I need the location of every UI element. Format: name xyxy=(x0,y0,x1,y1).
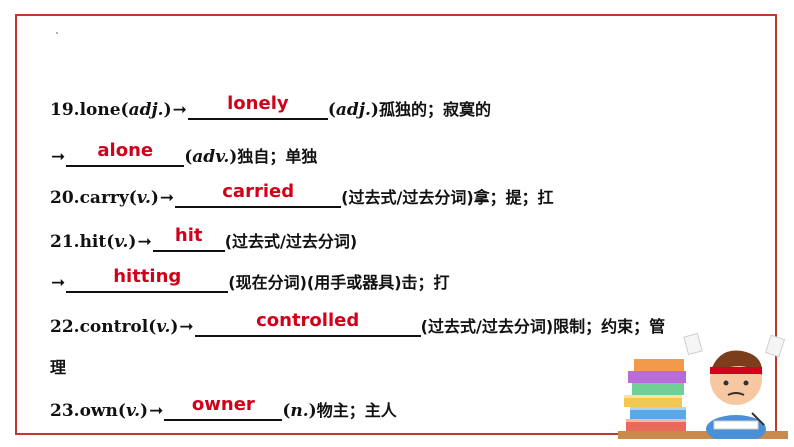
arrow-icon: ➞ xyxy=(51,273,66,293)
vocab-line-22: 22.control(v.)➞ controlled (过去式/过去分词)限制；… xyxy=(50,307,665,337)
meaning-text: (过去式/过去分词) xyxy=(224,232,358,251)
paren: ) xyxy=(370,100,379,120)
paren: ) xyxy=(163,100,172,120)
meaning-text: 物主；主人 xyxy=(316,401,397,420)
arrow-icon: ➞ xyxy=(51,147,66,167)
vocab-line-23: 23.own(v.)➞ owner (n.)物主；主人 xyxy=(50,391,397,421)
answer-blank[interactable]: controlled xyxy=(194,310,421,337)
paren: ( xyxy=(282,401,291,421)
meaning-text: 理 xyxy=(50,358,67,377)
paren: ) xyxy=(170,317,179,337)
vocab-line-22b: 理 xyxy=(50,348,66,378)
vocab-line-19: 19.lone(adj.)➞ lonely (adj.)孤独的；寂寞的 xyxy=(50,90,491,120)
answer-text: hitting xyxy=(113,266,182,287)
word-prefix: 20.carry( xyxy=(50,188,137,208)
answer-text: carried xyxy=(222,181,295,202)
part-of-speech: v. xyxy=(156,317,171,337)
part-of-speech: v. xyxy=(136,188,151,208)
part-of-speech: adj. xyxy=(128,100,164,120)
word-prefix: 21.hit( xyxy=(50,232,115,252)
paren: ) xyxy=(140,401,149,421)
answer-blank[interactable]: hitting xyxy=(66,266,229,293)
desk xyxy=(618,431,788,439)
arrow-icon: ➞ xyxy=(172,100,187,120)
arrow-icon: ➞ xyxy=(159,188,175,208)
answer-blank[interactable]: owner xyxy=(164,394,283,421)
arrow-icon: ➞ xyxy=(179,317,194,337)
vocab-line-20: 20.carry(v.)➞ carried (过去式/过去分词)拿；提；扛 xyxy=(50,178,554,208)
answer-blank[interactable]: alone xyxy=(66,140,185,167)
paren: ( xyxy=(327,100,336,120)
meaning-text: (过去式/过去分词)拿；提；扛 xyxy=(341,188,554,207)
paren: ) xyxy=(150,188,159,208)
answer-text: hit xyxy=(174,225,203,246)
answer-text: alone xyxy=(97,140,154,161)
part-of-speech: v. xyxy=(125,401,141,421)
student-studying-illustration xyxy=(618,332,788,439)
paren: ) xyxy=(229,147,238,167)
decorative-dot xyxy=(56,32,58,34)
books-stack-icon xyxy=(624,359,686,431)
answer-blank[interactable]: hit xyxy=(152,225,225,252)
word-prefix: 19.lone( xyxy=(50,100,129,120)
paper-sheets-icon xyxy=(683,332,786,358)
part-of-speech: v. xyxy=(114,232,129,252)
meaning-text: (过去式/过去分词)限制；约束；管 xyxy=(420,317,666,336)
answer-text: lonely xyxy=(227,93,289,114)
meaning-text: (现在分词)(用手或器具)击；打 xyxy=(228,273,450,292)
paren: ) xyxy=(128,232,137,252)
arrow-icon: ➞ xyxy=(149,401,164,421)
answer-blank[interactable]: lonely xyxy=(187,93,328,120)
meaning-text: 独自；单独 xyxy=(237,147,318,166)
answer-text: owner xyxy=(191,394,255,415)
slide-border xyxy=(15,14,777,435)
part-of-speech: n. xyxy=(290,401,309,421)
vocab-line-19b: ➞ alone (adv.)独自；单独 xyxy=(50,137,317,167)
answer-text: controlled xyxy=(256,310,360,331)
word-prefix: 22.control( xyxy=(50,317,157,337)
vocab-line-21: 21.hit(v.)➞ hit (过去式/过去分词) xyxy=(50,222,357,252)
meaning-text: 孤独的；寂寞的 xyxy=(378,100,491,119)
part-of-speech: adj. xyxy=(335,100,371,120)
paren: ( xyxy=(184,147,193,167)
paren: ) xyxy=(308,401,317,421)
arrow-icon: ➞ xyxy=(137,232,152,252)
word-prefix: 23.own( xyxy=(50,401,126,421)
student-figure xyxy=(706,350,766,439)
answer-blank[interactable]: carried xyxy=(175,181,342,208)
part-of-speech: adv. xyxy=(192,147,230,167)
vocab-line-21b: ➞ hitting (现在分词)(用手或器具)击；打 xyxy=(50,263,450,293)
